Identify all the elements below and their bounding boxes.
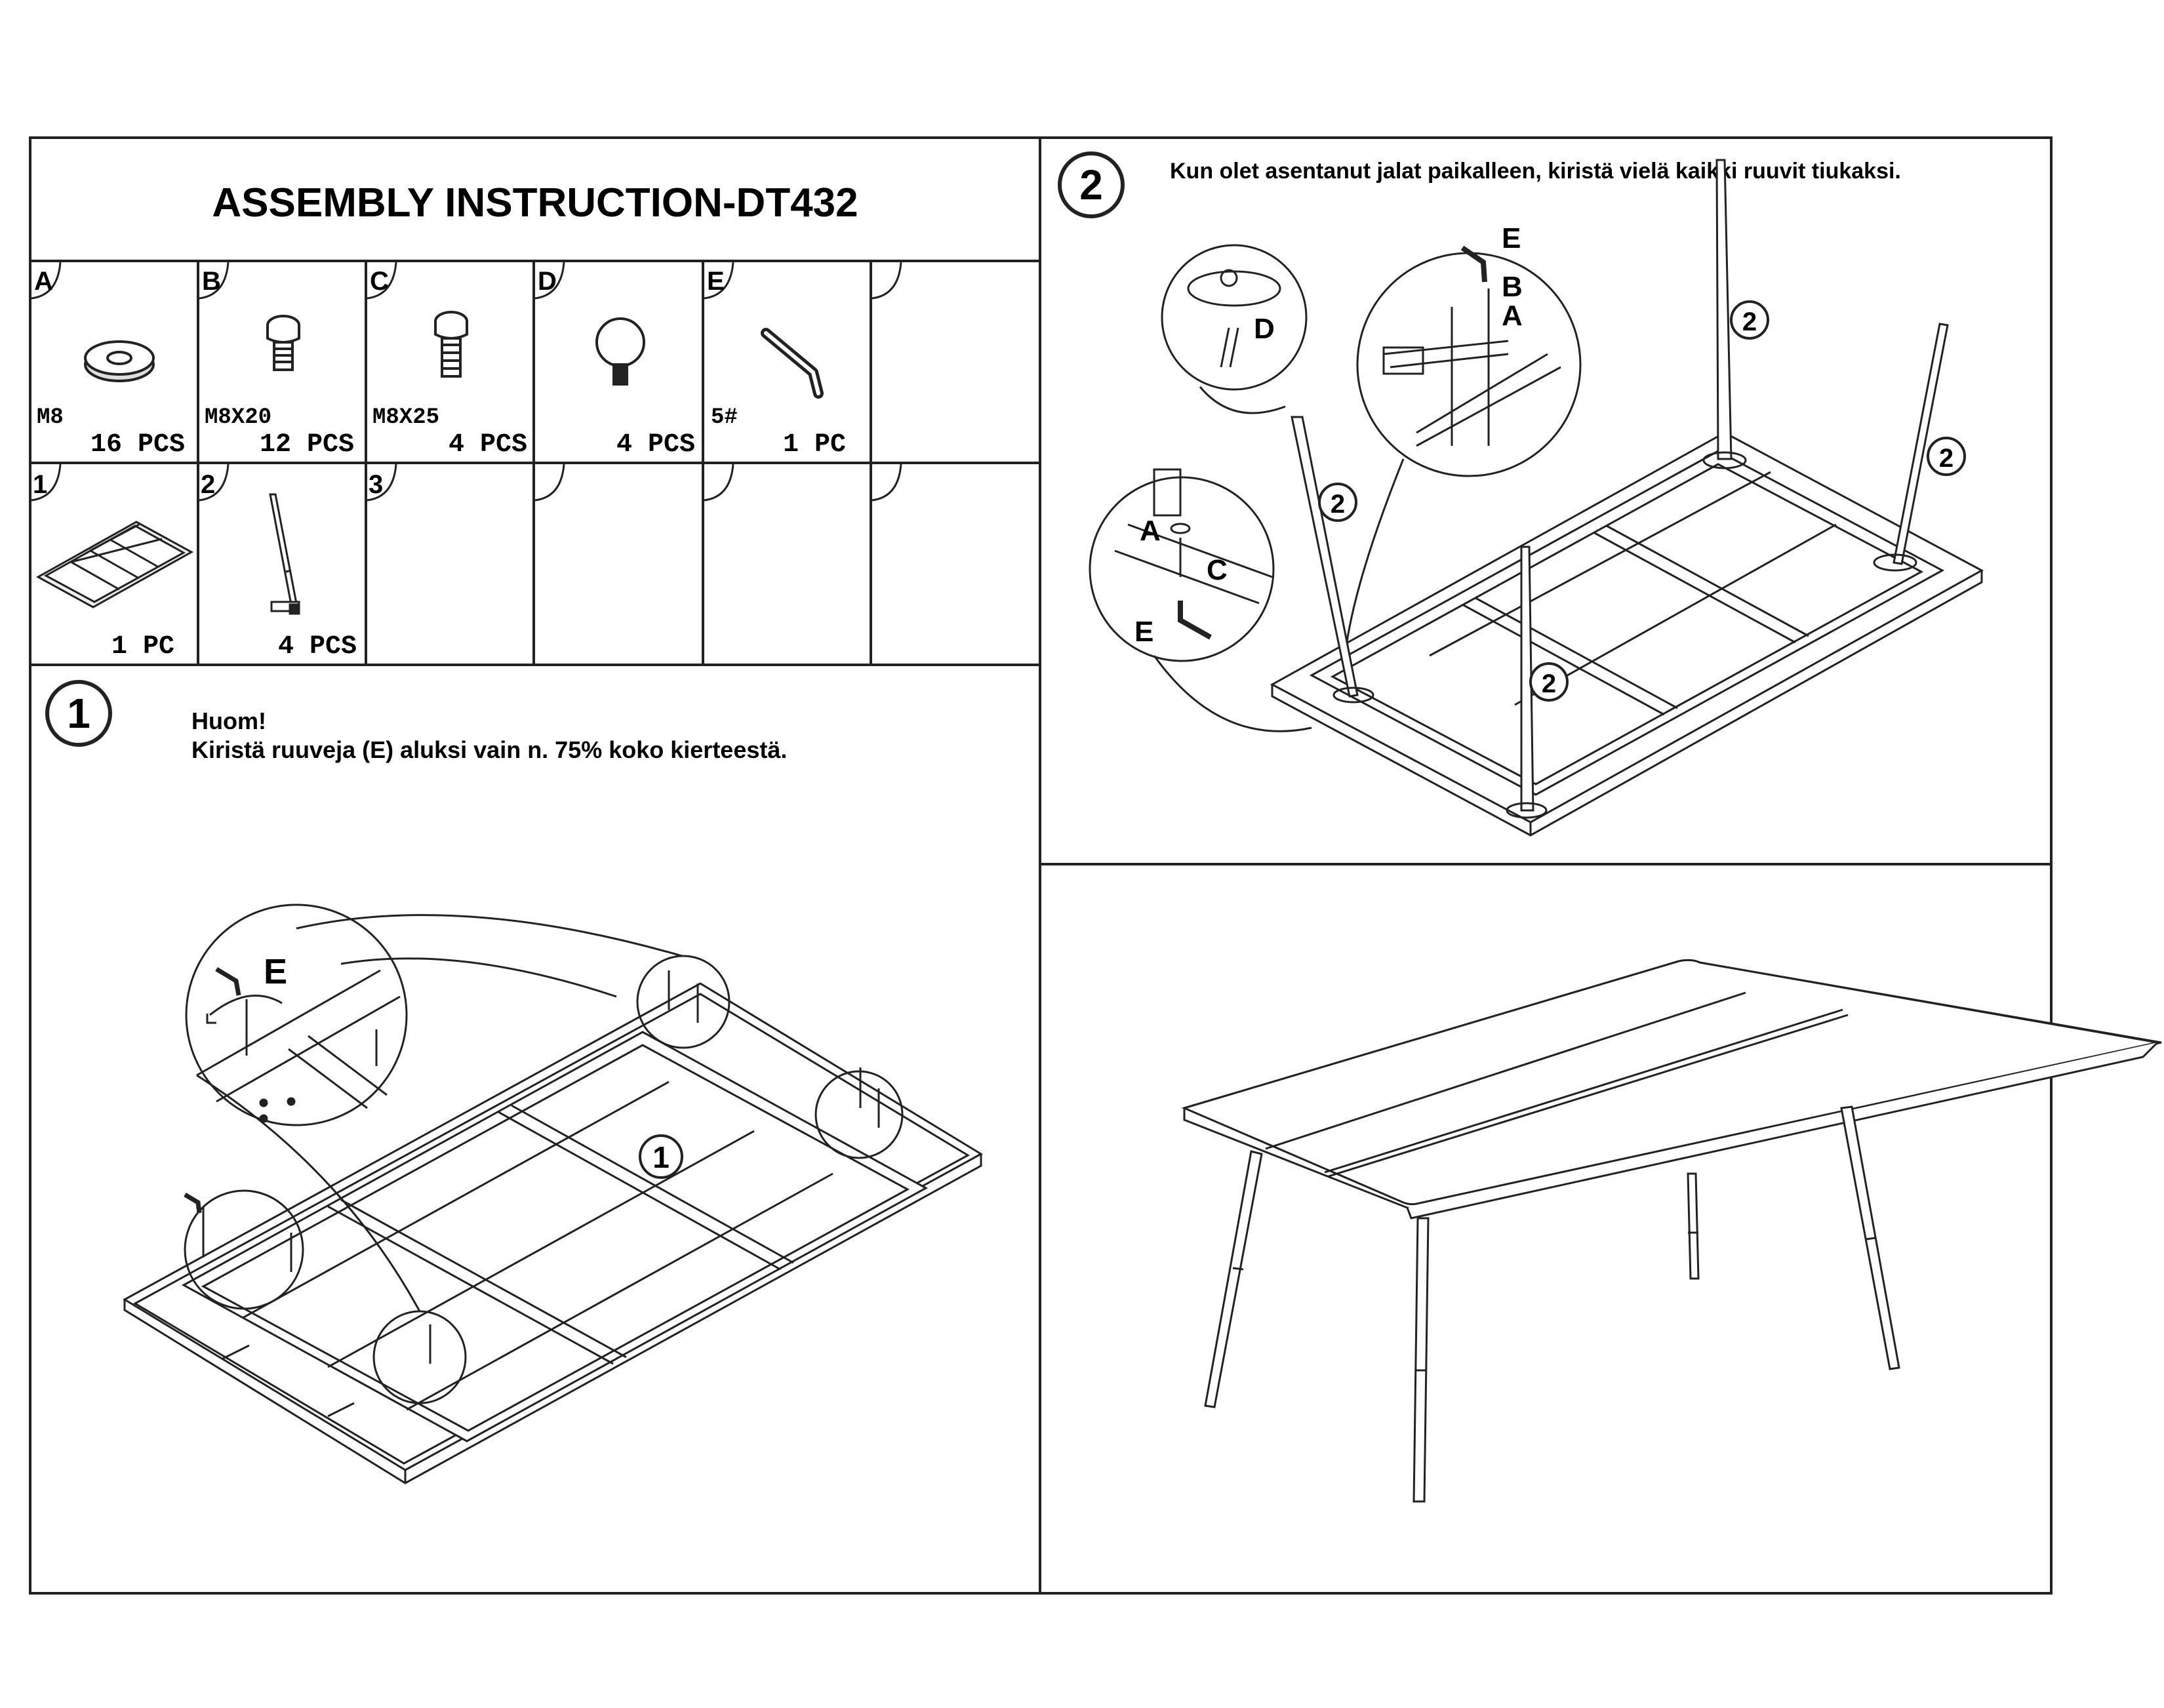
part-letter-a: A <box>34 267 53 296</box>
part-letter-e: E <box>707 267 725 296</box>
part-qty-a: 16 PCS <box>90 430 185 460</box>
page-title: ASSEMBLY INSTRUCTION-DT432 <box>212 180 858 226</box>
part-letter-3: 3 <box>369 470 383 499</box>
step1-note-text: Kiristä ruuveja (E) aluksi vain n. 75% k… <box>191 736 787 763</box>
part-letter-1: 1 <box>33 470 47 499</box>
step1-marker: 1 <box>45 680 112 747</box>
step1-frame-drawing <box>123 904 983 1484</box>
step2-callout-d: D <box>1254 313 1275 345</box>
part-spec-a: M8 <box>37 405 64 430</box>
step2-leg-label-1: 2 <box>1331 490 1345 519</box>
step1-part-label: 1 <box>652 1140 670 1174</box>
glide-foot-icon <box>595 317 645 386</box>
part-letter-d: D <box>538 267 557 296</box>
step1-number: 1 <box>67 690 90 737</box>
bolt-long-icon <box>434 311 468 378</box>
part-qty-b: 12 PCS <box>260 430 354 460</box>
step2-note-text: Kun olet asentanut jalat paikalleen, kir… <box>1170 159 1901 184</box>
step2-callout-e-top: E <box>1502 222 1521 254</box>
washer-icon <box>84 340 155 382</box>
step2-callout-a-left: A <box>1140 515 1161 547</box>
allen-key-icon <box>761 328 824 399</box>
step2-callout-c: C <box>1207 554 1228 586</box>
step2-leg-marker-3: 2 <box>1927 437 1966 476</box>
step2-leg-label-2: 2 <box>1742 308 1757 336</box>
cell-corner-marks <box>31 262 902 502</box>
step2-callout-b: B <box>1502 271 1523 303</box>
part-spec-b: M8X20 <box>205 405 271 430</box>
step1-note-title: Huom! <box>191 707 266 734</box>
step2-leg-label-3: 2 <box>1939 444 1954 473</box>
step2-leg-marker-2: 2 <box>1730 300 1769 340</box>
part-qty-2: 4 PCS <box>278 632 357 662</box>
part-letter-c: C <box>370 267 389 296</box>
sheet-frame <box>29 136 2053 1595</box>
part-letter-b: B <box>202 267 221 296</box>
finished-table-drawing <box>1181 959 2162 1503</box>
tabletop-frame-icon <box>35 521 194 608</box>
step1-part-marker: 1 <box>639 1134 683 1179</box>
step2-marker: 2 <box>1058 151 1125 218</box>
step2-callout-a-top: A <box>1502 300 1523 332</box>
step2-leg-marker-4: 2 <box>1529 662 1569 702</box>
part-qty-c: 4 PCS <box>449 430 527 460</box>
part-qty-e: 1 PC <box>783 430 846 460</box>
step2-callout-e-left: E <box>1134 616 1153 648</box>
step2-legs-drawing <box>1089 159 1984 837</box>
part-letter-2: 2 <box>201 470 215 499</box>
step2-number: 2 <box>1079 161 1103 209</box>
table-leg-icon <box>269 493 300 615</box>
part-qty-d: 4 PCS <box>616 430 695 460</box>
bolt-short-icon <box>266 315 300 371</box>
part-qty-1: 1 PC <box>111 632 174 662</box>
step2-leg-marker-1: 2 <box>1318 483 1357 522</box>
part-spec-e: 5# <box>711 405 738 430</box>
step1-callout-e: E <box>264 952 287 991</box>
step2-leg-label-4: 2 <box>1542 669 1556 698</box>
part-spec-c: M8X25 <box>372 405 439 430</box>
